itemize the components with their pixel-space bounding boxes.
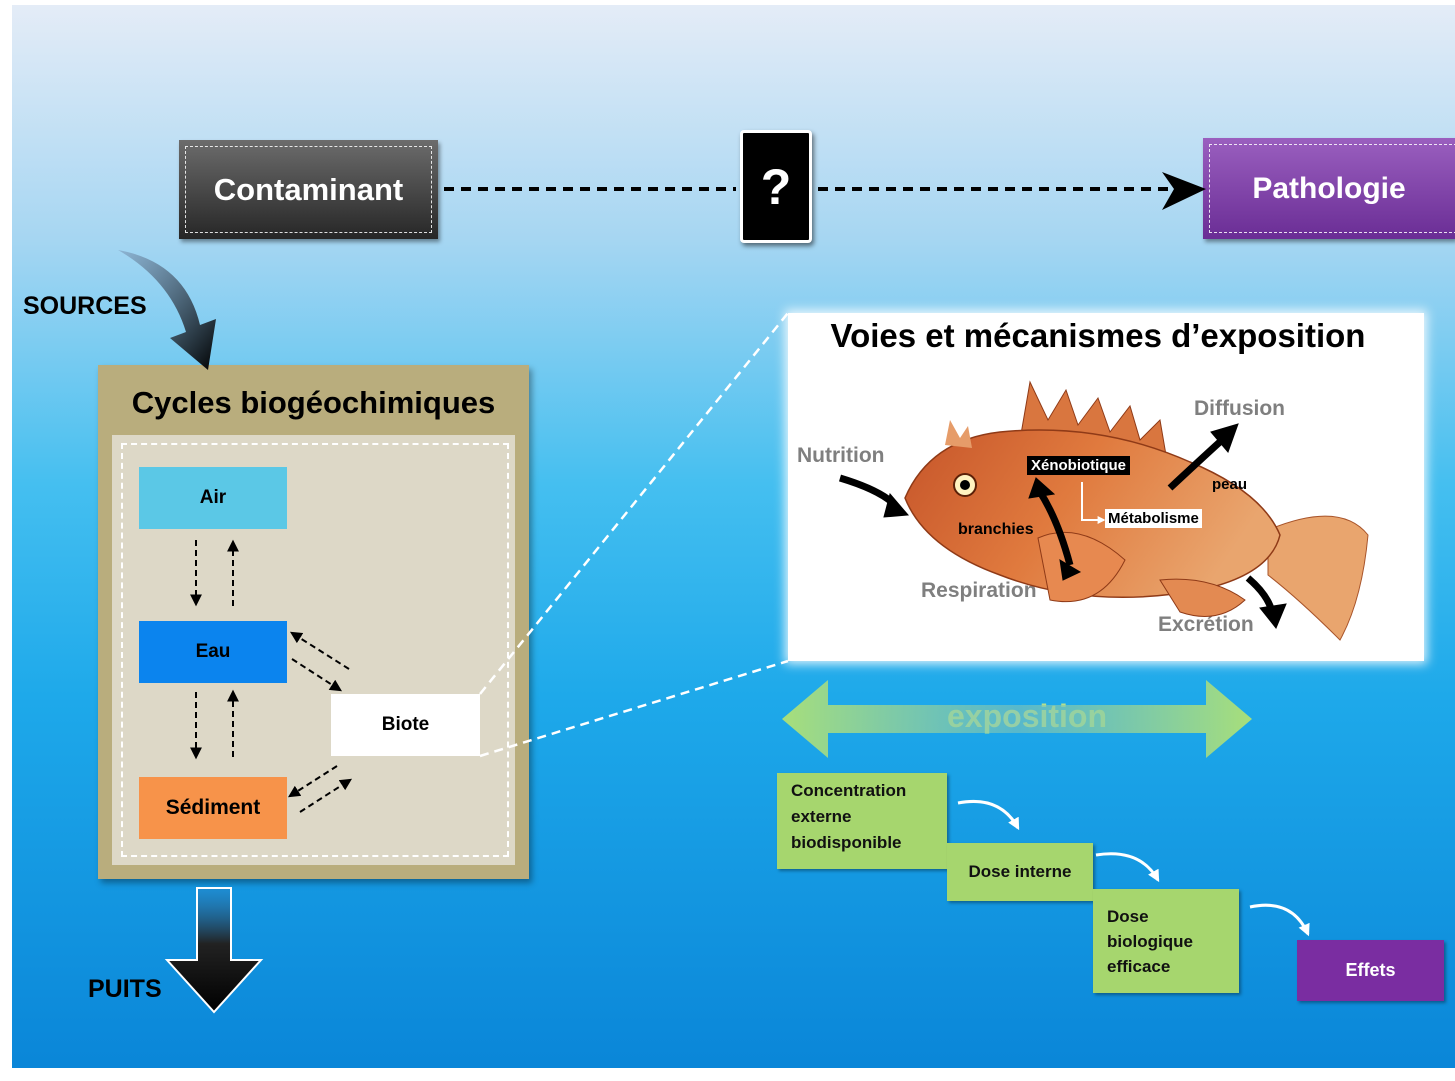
peau-label: peau <box>1212 476 1248 493</box>
step-dose-bio-line-2: biologique <box>1107 932 1193 951</box>
sources-label: SOURCES <box>23 292 147 320</box>
pathologie-box: Pathologie <box>1203 138 1455 239</box>
question-mark: ? <box>760 158 792 215</box>
excretion-label: Excrétion <box>1158 613 1254 636</box>
step-effets-label: Effets <box>1345 960 1396 980</box>
cycles-dashed-border <box>121 443 509 857</box>
sediment-box: Sédiment <box>139 777 287 839</box>
step-dose-interne-label: Dose interne <box>968 862 1072 881</box>
diffusion-label: Diffusion <box>1194 397 1285 420</box>
puits-arrow <box>164 887 264 1014</box>
step-arrows <box>957 799 1310 937</box>
step-concentration-line-2: externe <box>791 807 852 826</box>
step-dose-interne: Dose interne <box>947 843 1093 901</box>
air-box: Air <box>139 467 287 529</box>
metabolisme-label: Métabolisme <box>1105 509 1202 528</box>
exchange-arrows <box>190 539 353 813</box>
fish-tail <box>1267 515 1369 641</box>
exposition-arrow <box>782 680 1252 758</box>
sediment-label: Sédiment <box>165 796 261 819</box>
fish-pathway-arrows <box>838 423 1287 629</box>
metabolism-connector <box>1081 482 1106 524</box>
question-box: ? <box>740 130 812 243</box>
nutrition-label: Nutrition <box>797 444 885 467</box>
step-effets: Effets <box>1297 940 1444 1001</box>
step-concentration-line-1: Concentration <box>791 781 907 800</box>
biote-label: Biote <box>381 714 430 735</box>
cycles-title: Cycles biogéochimiques <box>131 385 496 420</box>
fish-head-spine <box>945 420 972 448</box>
step-dose-bio-line-1: Dose <box>1107 907 1149 926</box>
contaminant-label: Contaminant <box>213 171 404 207</box>
sources-arrow <box>118 250 216 370</box>
diffusion-arrow <box>1167 437 1225 491</box>
zoom-connector <box>479 312 789 758</box>
air-label: Air <box>199 487 227 508</box>
contaminant-box: Contaminant <box>179 140 438 239</box>
eau-label: Eau <box>195 641 231 662</box>
exposure-title: Voies et mécanismes d’exposition <box>830 317 1366 354</box>
branchies-label: branchies <box>958 521 1034 538</box>
biote-box: Biote <box>331 694 480 756</box>
fish-anal-fin <box>1159 578 1246 617</box>
contaminant-to-pathologie-arrow <box>444 172 1206 210</box>
xenobiotique-label: Xénobiotique <box>1027 456 1130 475</box>
nutrition-arrow <box>838 474 898 508</box>
eau-box: Eau <box>139 621 287 683</box>
step-concentration: Concentration externe biodisponible <box>777 773 947 869</box>
puits-label: PUITS <box>88 975 162 1003</box>
pathologie-label: Pathologie <box>1252 171 1406 205</box>
step-dose-bio: Dose biologique efficace <box>1093 889 1239 993</box>
respiration-label: Respiration <box>921 579 1037 602</box>
step-dose-bio-line-3: efficace <box>1107 957 1171 976</box>
xeno-to-gill-arrow <box>1037 490 1074 566</box>
step-concentration-line-3: biodisponible <box>791 833 902 852</box>
fish-pectoral-fin <box>1037 531 1126 603</box>
fish-pupil <box>960 480 970 490</box>
